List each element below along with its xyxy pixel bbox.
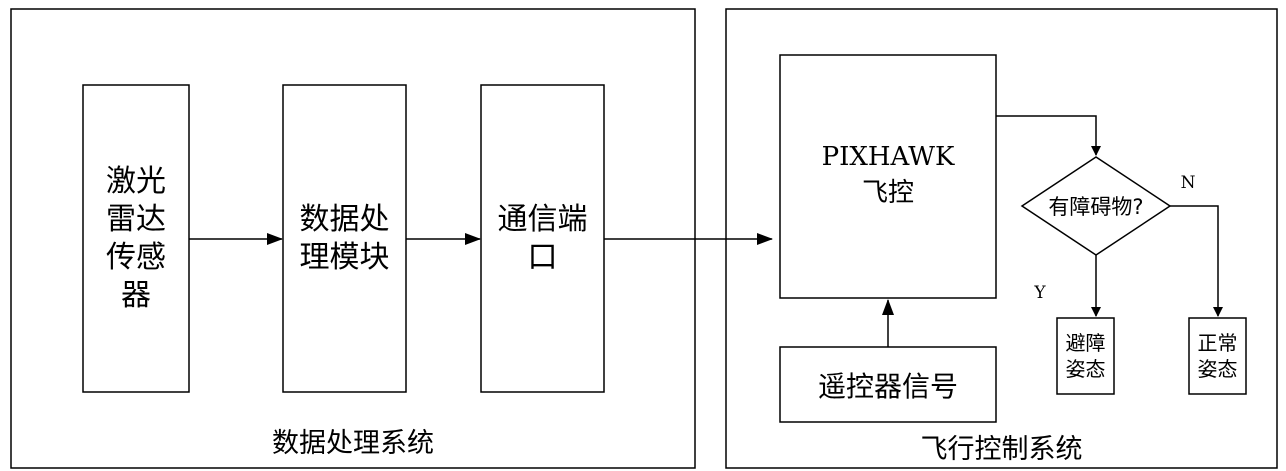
normal-attitude-label: 正常 姿态 — [1197, 331, 1238, 381]
yes-branch-label: Y — [1034, 283, 1046, 303]
normal-attitude-box — [1188, 317, 1247, 395]
obstacle-decision-label: 有障碍物? — [1048, 195, 1144, 219]
pixhawk-flight-controller-box — [779, 54, 997, 299]
data-processing-module-label: 数据处 理模块 — [299, 201, 390, 275]
flight-control-system-title: 飞行控制系统 — [920, 433, 1083, 465]
data-processing-system-title: 数据处理系统 — [272, 427, 434, 459]
avoidance-attitude-label: 避障 姿态 — [1065, 331, 1106, 381]
arrow-decision-no — [1170, 205, 1223, 317]
arrow-fc-to-decision — [996, 115, 1101, 156]
remote-control-signal-label: 遥控器信号 — [817, 369, 958, 403]
lidar-sensor-label: 激光 雷达 传感 器 — [106, 163, 166, 313]
avoidance-attitude-box — [1056, 317, 1115, 395]
pixhawk-flight-controller-label: PIXHAWK 飞控 — [821, 142, 955, 208]
communication-port-label: 通信端 口 — [497, 201, 588, 275]
no-branch-label: N — [1180, 173, 1196, 193]
